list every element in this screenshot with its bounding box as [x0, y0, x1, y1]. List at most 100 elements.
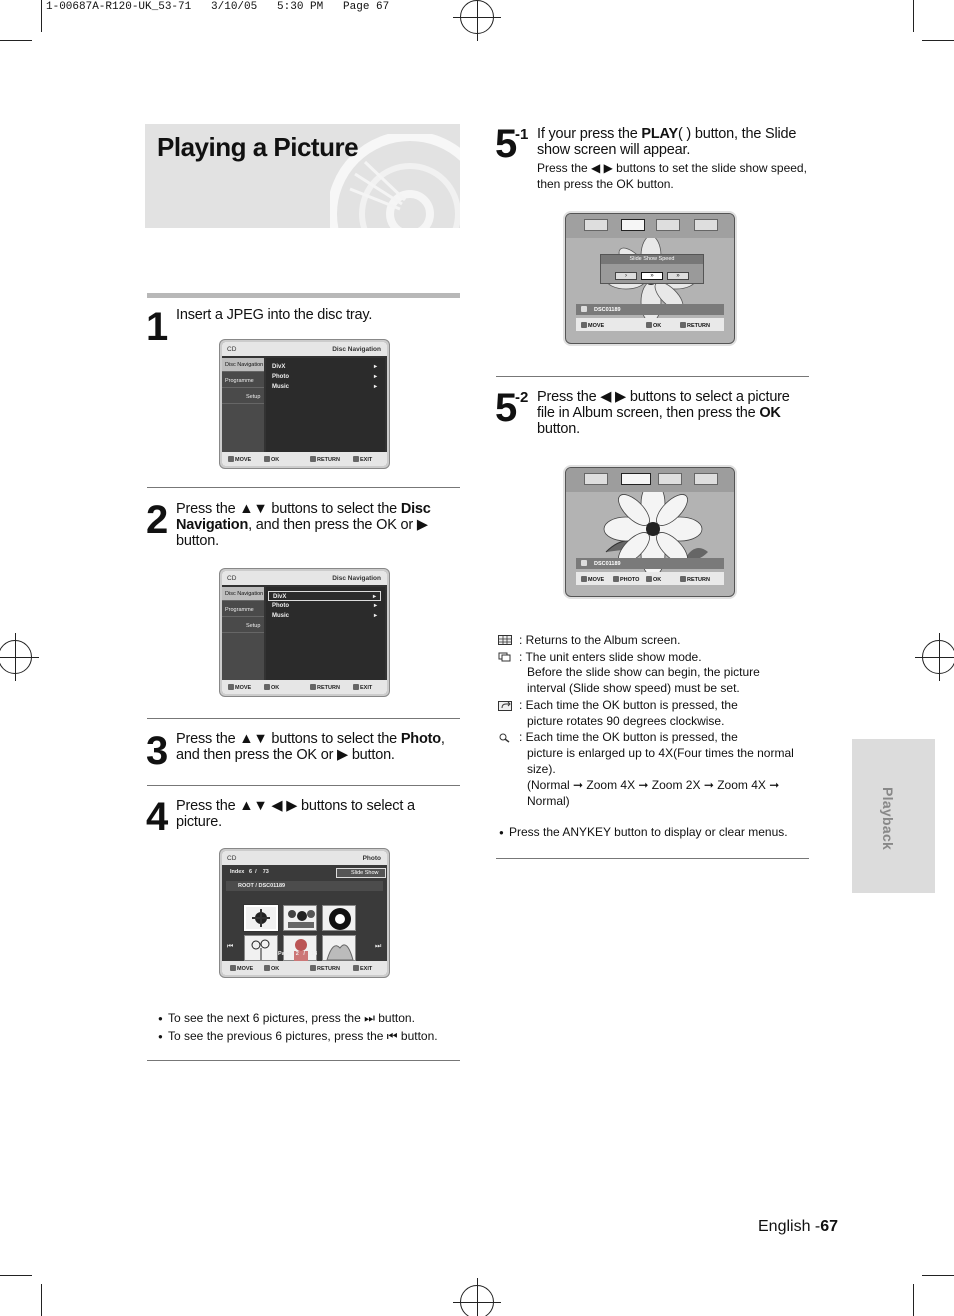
menu-side-item[interactable]: Setup — [222, 390, 264, 404]
legend-rotate-cont: picture rotates 90 degrees clockwise. — [527, 714, 725, 728]
legend-zoom-cont: size). — [527, 762, 556, 776]
photo-path: ROOT / DSC01189 — [226, 881, 383, 891]
legend-zoom-cont: Normal) — [527, 794, 570, 808]
screen-title: Disc Navigation — [332, 346, 381, 353]
divider — [147, 1060, 460, 1061]
step-5-1-detail: Press the ◀ ▶ buttons to set the slide s… — [537, 161, 807, 191]
menu-side-item[interactable]: Programme — [222, 374, 264, 388]
crop-mark — [913, 0, 914, 32]
zoom-icon — [498, 733, 512, 743]
menu-list-item[interactable]: Music▸ — [272, 384, 377, 390]
divider — [147, 293, 460, 298]
disc-icon — [330, 134, 460, 228]
slide-screen-controls: MOVE OK RETURN — [576, 318, 724, 331]
registration-mark-icon — [453, 1278, 501, 1316]
crop-mark — [41, 0, 42, 32]
slide-speed-dialog: Slide Show Speed › » » — [600, 254, 704, 284]
step-sub-number: -1 — [515, 126, 529, 143]
crop-mark — [0, 1275, 32, 1276]
step-3-text: Press the ▲▼ buttons to select the Photo… — [176, 731, 445, 763]
slide-show-button[interactable]: Slide Show — [336, 868, 386, 878]
thumbnail[interactable] — [322, 935, 356, 961]
menu-side-item[interactable]: Setup — [222, 619, 264, 633]
legend-slideshow-text: : The unit enters slide show mode. — [519, 650, 702, 664]
step-5-1-text: If your press the PLAY( ) button, the Sl… — [537, 126, 797, 158]
page-title: Playing a Picture — [157, 132, 359, 162]
slideshow-icon[interactable] — [621, 219, 645, 231]
thumbnail[interactable] — [244, 935, 278, 961]
menu-list-item[interactable]: Photo▸ — [272, 374, 377, 380]
step-number: 5 — [495, 386, 518, 430]
album-icon[interactable] — [584, 219, 608, 231]
slide-speed-title: Slide Show Speed — [601, 255, 703, 264]
slideshow-icon[interactable] — [621, 473, 651, 485]
zoom-icon[interactable] — [694, 473, 718, 485]
registration-mark-icon — [453, 0, 501, 41]
page-footer: English -67 — [758, 1218, 839, 1235]
disc-navigation-screen: CD Disc Navigation Disc Navigation Progra… — [220, 340, 389, 468]
legend-album-text: : Returns to the Album screen. — [519, 633, 681, 647]
thumbnail[interactable] — [283, 935, 317, 961]
menu-list-item-selected[interactable]: DivX▸ — [268, 591, 381, 601]
legend-slideshow-cont: interval (Slide show speed) must be set. — [527, 681, 740, 695]
note-next-pictures: To see the next 6 pictures, press the ⏭ … — [158, 1010, 415, 1027]
legend-zoom-cont: (Normal ➞ Zoom 4X ➞ Zoom 2X ➞ Zoom 4X ➞ — [527, 778, 780, 792]
menu-list-item[interactable]: DivX▸ — [272, 364, 377, 370]
file-info: DSC01189 — [576, 558, 724, 569]
menu-side-item[interactable]: Disc Navigation — [222, 358, 264, 372]
screen-source: CD — [227, 346, 237, 353]
print-header: 1-00687A-R120-UK_53-71 3/10/05 5:30 PM P… — [46, 1, 390, 13]
slideshow-icon — [498, 652, 512, 662]
title-band: Playing a Picture — [145, 124, 460, 228]
rotate-icon[interactable] — [656, 219, 680, 231]
next-page-icon[interactable]: ⏭ — [375, 943, 382, 950]
speed-medium-button[interactable]: » — [641, 272, 663, 280]
note-previous-pictures: To see the previous 6 pictures, press th… — [158, 1028, 438, 1045]
legend-zoom-text: : Each time the OK button is pressed, th… — [519, 730, 738, 744]
step-2-text: Press the ▲▼ buttons to select the Disc … — [176, 501, 431, 549]
section-tab-label: Playback — [880, 787, 896, 851]
previous-page-icon[interactable]: ⏮ — [227, 943, 234, 950]
crop-mark — [913, 1284, 914, 1316]
speed-slow-button[interactable]: › — [615, 272, 637, 280]
album-screen: DSC01189 MOVE PHOTO OK RETURN — [565, 467, 735, 597]
divider — [147, 785, 460, 786]
divider — [147, 487, 460, 488]
menu-side-item[interactable]: Programme — [222, 603, 264, 617]
menu-list-item[interactable]: Photo▸ — [272, 603, 377, 609]
menu-side-item[interactable]: Disc Navigation — [222, 587, 264, 601]
thumbnail[interactable] — [322, 905, 356, 931]
thumbnail-grid — [243, 904, 362, 961]
step-number: 5 — [495, 122, 518, 166]
divider — [496, 858, 809, 859]
album-icon — [498, 635, 512, 645]
legend-zoom-cont: picture is enlarged up to 4X(Four times … — [527, 746, 794, 760]
zoom-icon[interactable] — [694, 219, 718, 231]
step-4-text: Press the ▲▼ ◀ ▶ buttons to select a pic… — [176, 798, 415, 830]
rotate-icon — [498, 701, 512, 711]
legend-slideshow-cont: Before the slide show can begin, the pic… — [527, 665, 760, 679]
album-screen-controls: MOVE PHOTO OK RETURN — [576, 572, 724, 585]
slide-show-screen: Slide Show Speed › » » DSC01189 MOVE OK … — [565, 213, 735, 344]
legend-rotate-text: : Each time the OK button is pressed, th… — [519, 698, 738, 712]
menu-list-item[interactable]: Music▸ — [272, 613, 377, 619]
speed-fast-button[interactable]: » — [667, 272, 689, 280]
thumbnail[interactable] — [243, 904, 279, 932]
step-number: 3 — [146, 729, 169, 773]
rotate-icon[interactable] — [658, 473, 682, 485]
registration-mark-icon — [915, 633, 954, 681]
divider — [147, 718, 460, 719]
step-number: 1 — [146, 305, 169, 349]
crop-mark — [0, 40, 32, 41]
file-info: DSC01189 — [576, 304, 724, 315]
crop-mark — [922, 1275, 954, 1276]
section-tab: Playback — [852, 739, 935, 893]
album-icon[interactable] — [584, 473, 608, 485]
page-indicator: Page 2 / 13 — [278, 951, 318, 957]
registration-mark-icon — [0, 633, 39, 681]
flower-picture — [603, 482, 708, 577]
thumbnail[interactable] — [283, 905, 317, 931]
step-number: 4 — [146, 795, 169, 839]
